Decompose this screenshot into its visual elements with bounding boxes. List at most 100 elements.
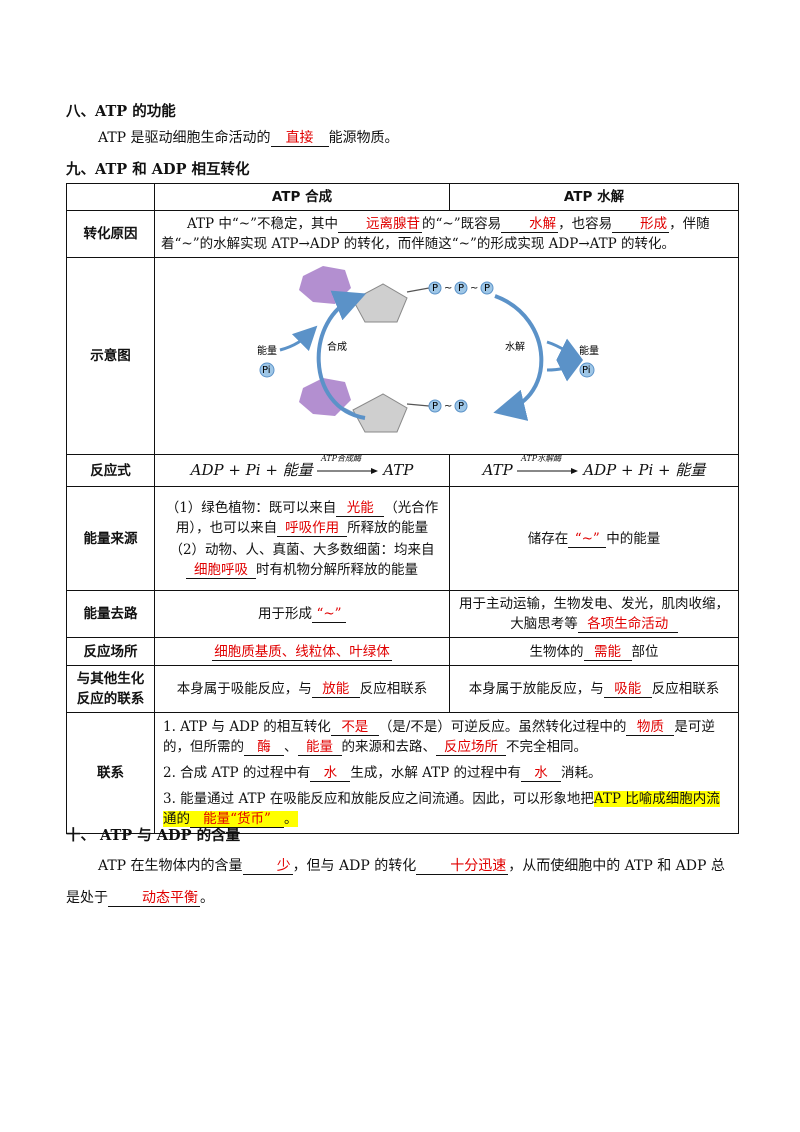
- source-blank-4: “~”: [568, 531, 607, 548]
- source-c1: （2）动物、人、真菌、大多数细菌：均来自: [169, 541, 435, 558]
- rel-blank-2: 吸能: [603, 681, 652, 698]
- s8-blank: 直接: [270, 130, 329, 147]
- row-label-relation: 与其他生化反应的联系: [66, 665, 155, 713]
- section-10-text: ATP 在生物体内的含量少，但与 ADP 的转化十分迅速，从而使细胞中的 ATP…: [66, 850, 738, 914]
- p5-label: P: [458, 401, 464, 412]
- site-blank-1: 细胞质基质、线粒体、叶绿体: [212, 643, 392, 661]
- eq-left-enzyme: ATP合成酶: [320, 454, 362, 464]
- row-label-destination: 能量去路: [66, 590, 155, 638]
- link-p1a: 1. ATP 与 ADP 的相互转化: [163, 719, 331, 735]
- eq-right-lhs: ATP: [482, 460, 513, 479]
- reason-blank-1: 远离腺苷: [338, 216, 423, 233]
- link-p3h: ATP 比喻成细胞内流通的: [163, 791, 720, 827]
- source-r1: 储存在: [527, 530, 569, 547]
- link-blank-5: 反应场所: [436, 739, 506, 756]
- p4-label: P: [432, 401, 438, 412]
- row-label-equation: 反应式: [66, 454, 155, 487]
- diagram-cell: P ~ P ~ P P ~ P: [154, 257, 739, 455]
- link-p2b: 生成，水解 ATP 的过程中有: [350, 765, 522, 781]
- link-p1c: 是可逆的，但所需的: [163, 719, 715, 755]
- section-8-title: 八、ATP 的功能: [66, 103, 176, 120]
- relation-hydrolysis: 本身属于放能反应，与吸能反应相联系: [449, 665, 739, 713]
- reason-blank-3: 形成: [612, 216, 670, 233]
- ribose-icon: [352, 283, 408, 323]
- link-point-2: 2. 合成 ATP 的过程中有水生成，水解 ATP 的过程中有水消耗。: [163, 763, 730, 783]
- link-p1f: 不完全相同。: [506, 739, 587, 755]
- reason-blank-2: 水解: [501, 216, 559, 233]
- link-p3c: 。: [284, 811, 298, 827]
- adenine-icon: [299, 266, 351, 304]
- link-p2c: 消耗。: [561, 765, 602, 781]
- reason-cell: ATP 中“~”不稳定，其中远离腺苷的“~”既容易水解，也容易形成，伴随着“~”…: [154, 210, 739, 258]
- link-p1d: 、: [284, 739, 298, 755]
- source-a2: （光合作用），也可以来自: [175, 499, 439, 536]
- energy-out-arrow-icon: [546, 338, 584, 361]
- source-blank-3: 细胞呼吸: [186, 562, 256, 579]
- pi-left-label: Pi: [262, 365, 271, 376]
- source-a3: 所释放的能量: [347, 519, 429, 536]
- s8-text-post: 能源物质。: [328, 130, 399, 146]
- rel-blank-1: 放能: [311, 681, 360, 698]
- link-blank-2: 物质: [626, 719, 675, 736]
- reaction-arrow-icon-2: [517, 468, 579, 475]
- site-r1: 生物体的: [529, 643, 584, 660]
- link-point-1: 1. ATP 与 ADP 的相互转化不是（是/不是）可逆反应。虽然转化过程中的物…: [163, 717, 730, 757]
- rel-l1: 本身属于吸能反应，与: [176, 681, 312, 697]
- pi-left-icon: [259, 362, 275, 378]
- link-p1b: （是/不是）可逆反应。虽然转化过程中的: [378, 719, 627, 735]
- destination-synthesis: 用于形成“~”: [154, 590, 450, 638]
- s10-c: ，从而使细胞中的 ATP 和 ADP 总是处于: [66, 858, 725, 906]
- row-label-reason: 转化原因: [66, 210, 155, 258]
- source-hydrolysis: 储存在“~”中的能量: [449, 486, 739, 591]
- reason-t3: ，也容易: [558, 216, 613, 232]
- eq-right-enzyme: ATP水解酶: [521, 454, 562, 464]
- phosphate-5-icon: [454, 399, 468, 413]
- reason-t1: ATP 中“~”不稳定，其中: [187, 216, 339, 232]
- eq-left-lhs: ADP + Pi + 能量: [190, 460, 313, 479]
- hydrolysis-arrow-icon: [493, 294, 544, 421]
- pi-right-icon: [579, 362, 595, 378]
- dest-l1: 用于形成: [258, 606, 312, 622]
- ribose-icon-2: [352, 393, 408, 433]
- synthesis-arrow-icon: [316, 290, 367, 420]
- reason-t2: 的“~”既容易: [422, 216, 502, 232]
- row-label-source: 能量来源: [66, 486, 155, 591]
- p1-label: P: [432, 283, 438, 294]
- phosphate-2-icon: [454, 281, 468, 295]
- source-plants: （1）绿色植物：既可以来自光能（光合作用），也可以来自呼吸作用所释放的能量: [161, 498, 443, 538]
- link-p1e: 的来源和去路、: [341, 739, 437, 755]
- synthesis-label: 合成: [327, 340, 347, 353]
- link-point-3: 3. 能量通过 ATP 在吸能反应和放能反应之间流通。因此，可以形象地把ATP …: [163, 789, 730, 829]
- s8-text-pre: ATP 是驱动细胞生命活动的: [98, 130, 271, 146]
- link-blank-1: 不是: [330, 719, 379, 736]
- link-p3a: 3. 能量通过 ATP 在吸能反应和放能反应之间流通。因此，可以形象地把: [163, 791, 594, 807]
- link-blank-7: 水: [521, 765, 562, 782]
- link-blank-3: 酶: [244, 739, 284, 756]
- site-r2: 部位: [631, 643, 659, 660]
- site-synthesis: 细胞质基质、线粒体、叶绿体: [154, 637, 450, 666]
- s10-a: ATP 在生物体内的含量: [98, 858, 243, 874]
- reason-t4: ，伴随着“~”的水解实现 ATP→ADP 的转化，而伴随这“~”的形成实现 AD…: [161, 216, 710, 252]
- rel-r2: 反应相联系: [651, 681, 720, 697]
- energy-in-arrow-icon: [279, 325, 318, 352]
- row-label-diagram: 示意图: [66, 257, 155, 455]
- link-blank-8: 能量“货币”: [190, 811, 284, 828]
- link-cell: 1. ATP 与 ADP 的相互转化不是（是/不是）可逆反应。虽然转化过程中的物…: [154, 712, 739, 834]
- reaction-arrow-icon: [316, 468, 378, 475]
- source-blank-2: 呼吸作用: [277, 520, 348, 537]
- link-blank-4: 能量: [297, 739, 342, 756]
- equation-synthesis: ADP + Pi + 能量 ATP合成酶 ATP: [154, 454, 450, 487]
- s10-blank-1: 少: [242, 858, 293, 875]
- source-blank-1: 光能: [336, 500, 385, 517]
- source-c2: 时有机物分解所释放的能量: [256, 561, 418, 578]
- phosphate-3-icon: [480, 281, 494, 295]
- section-10-title: 十、 ATP 与 ADP 的含量: [66, 827, 241, 844]
- s10-b: ，但与 ADP 的转化: [292, 858, 417, 874]
- dest-blank-1: “~”: [312, 606, 346, 623]
- destination-hydrolysis: 用于主动运输，生物发电、发光，肌肉收缩，大脑思考等各项生命活动: [449, 590, 739, 638]
- hydrolysis-label: 水解: [505, 340, 525, 353]
- link-blank-6: 水: [310, 765, 351, 782]
- section-8-text: ATP 是驱动细胞生命活动的直接能源物质。: [98, 127, 399, 149]
- dest-blank-2: 各项生命活动: [577, 616, 678, 633]
- header-synthesis: ATP 合成: [154, 183, 450, 211]
